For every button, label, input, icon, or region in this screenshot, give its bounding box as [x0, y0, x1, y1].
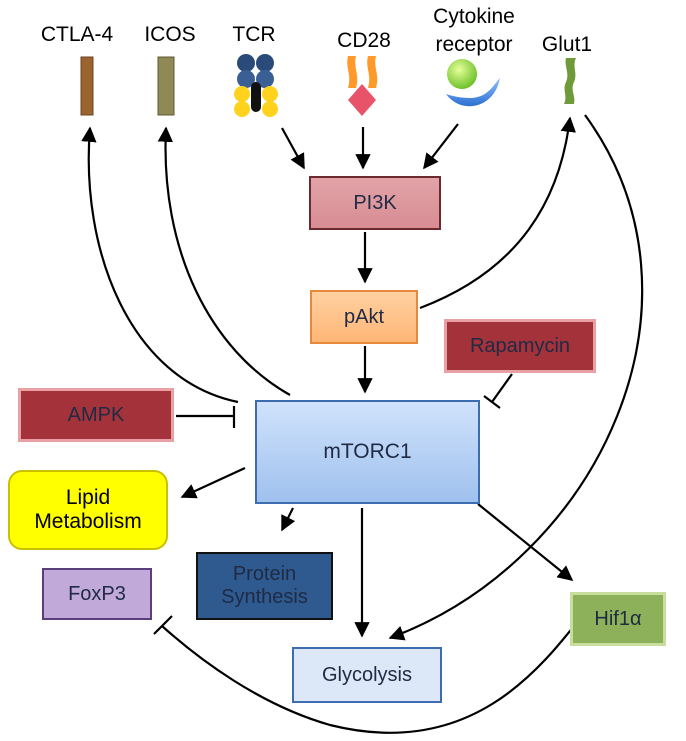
- foxp3-node: FoxP3: [42, 568, 152, 620]
- rapamycin-node: Rapamycin: [444, 319, 596, 373]
- hif1a-node: Hif1α: [570, 592, 666, 646]
- pi3k-label: PI3K: [353, 191, 397, 214]
- ampk-node: AMPK: [18, 388, 174, 442]
- ctla4-label: CTLA-4: [40, 23, 114, 46]
- glut1-label: Glut1: [541, 33, 593, 56]
- protein-label-line2: Synthesis: [221, 586, 308, 608]
- cytokine-receptor-label-line1: Cytokine: [433, 5, 515, 28]
- tcr-receptor-icon: [234, 54, 278, 117]
- glut1-transporter-icon: [564, 58, 576, 104]
- cd28-receptor-icon: [347, 56, 378, 116]
- rapamycin-label: Rapamycin: [469, 334, 571, 357]
- mtorc1-label: mTORC1: [323, 439, 412, 463]
- mtorc1-node: mTORC1: [255, 400, 480, 504]
- arrow-mtorc1-to-ctla4: [81, 126, 239, 404]
- lipid-metabolism-node: Lipid Metabolism: [8, 470, 168, 550]
- glycolysis-label: Glycolysis: [321, 663, 412, 686]
- ctla4-receptor-icon: [80, 56, 94, 116]
- arrow-mtorc1-to-lipid: [180, 467, 246, 499]
- arrow-mtorc1-to-hif1a: [477, 503, 574, 581]
- inhibit-rapamycin-to-mtorc1: [491, 373, 513, 403]
- protein-synthesis-node: Protein Synthesis: [196, 552, 333, 620]
- arrow-pakt-to-glut1: [419, 116, 576, 310]
- pi3k-node: PI3K: [309, 176, 441, 230]
- cytokine-receptor-icon: [446, 59, 500, 107]
- glycolysis-node: Glycolysis: [292, 647, 442, 703]
- cytokine-receptor-label-line2: receptor: [435, 33, 513, 56]
- foxp3-label: FoxP3: [68, 582, 126, 605]
- lipid-label-line1: Lipid: [65, 485, 111, 509]
- arrow-cytokine-to-pi3k: [423, 123, 459, 170]
- cd28-label: CD28: [337, 29, 391, 52]
- pakt-node: pAkt: [310, 290, 418, 344]
- inhibit-foxp3-bar: [153, 615, 173, 635]
- icos-receptor-icon: [157, 56, 175, 116]
- inhibit-hif1a-to-foxp3: [161, 611, 586, 734]
- lipid-label-line2: Metabolism: [34, 510, 142, 533]
- hif1a-label: Hif1α: [594, 607, 642, 630]
- arrow-glut1-to-glycolysis: [388, 114, 644, 641]
- arrow-tcr-to-pi3k: [281, 127, 305, 170]
- arrow-mtorc1-to-protein: [281, 507, 296, 532]
- pakt-label: pAkt: [343, 305, 385, 328]
- arrow-mtorc1-to-icos: [157, 126, 291, 396]
- ampk-label: AMPK: [67, 403, 125, 426]
- tcr-label: TCR: [232, 23, 276, 46]
- protein-label-line1: Protein: [232, 563, 297, 585]
- icos-label: ICOS: [144, 23, 196, 46]
- inhibit-rapamycin-bar: [483, 395, 501, 409]
